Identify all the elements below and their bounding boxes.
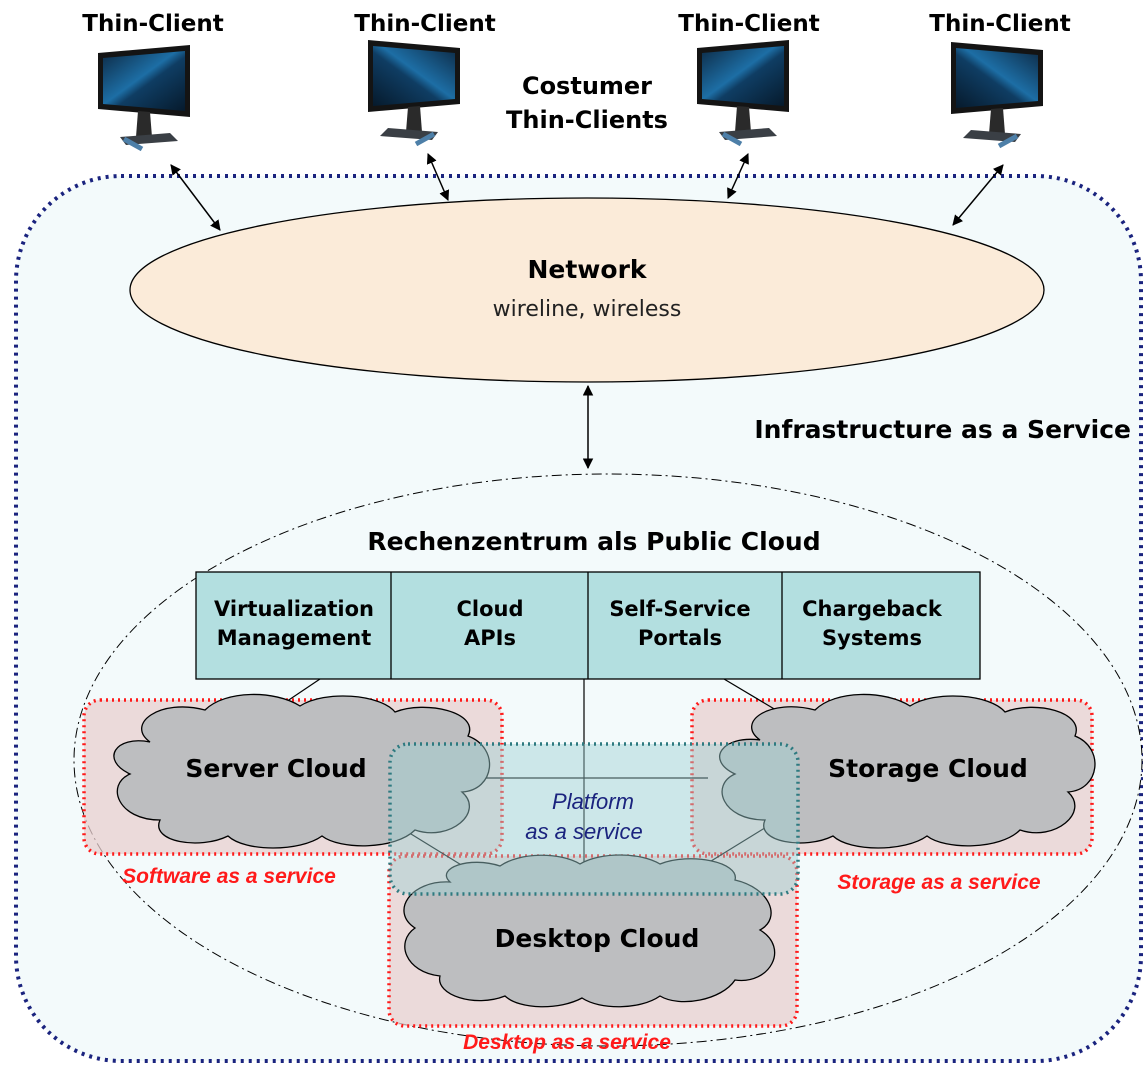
- module-cloud-apis-line2: APIs: [464, 626, 516, 650]
- client-1-arrow: [170, 164, 221, 231]
- server-cloud-label: Server Cloud: [185, 754, 366, 783]
- module-cloud-apis-line1: Cloud: [456, 597, 523, 621]
- connector-chargeback-storage: [723, 678, 777, 711]
- client-group-label-line1: Costumer: [522, 72, 652, 100]
- storage-cloud-shape: [719, 693, 1096, 849]
- client-group-label-line2: Thin-Clients: [506, 106, 668, 134]
- desktop-cloud-label: Desktop Cloud: [495, 924, 700, 953]
- thin-client-4-label: Thin-Client: [929, 11, 1070, 37]
- client-2-arrow: [426, 153, 450, 201]
- platform-label-line2: as a service: [525, 819, 642, 844]
- datacenter-title: Rechenzentrum als Public Cloud: [367, 527, 820, 556]
- network-ellipse: [129, 197, 1045, 383]
- thin-client-2-icon: [368, 40, 460, 144]
- storage-cloud-label: Storage Cloud: [828, 754, 1028, 783]
- platform-service-area: [388, 742, 800, 896]
- desktop-cloud-shape: [403, 854, 776, 1008]
- desktop-service-label: Desktop as a service: [463, 1031, 671, 1054]
- module-virtualization-line1: Virtualization: [214, 597, 374, 621]
- network-title: Network: [527, 255, 647, 284]
- network-subtitle: wireline, wireless: [493, 297, 682, 322]
- module-virtualization-line2: Management: [217, 626, 372, 650]
- software-service-label: Software as a service: [122, 865, 336, 888]
- platform-label-line1: Platform: [552, 789, 634, 814]
- iaas-label: Infrastructure as a Service: [754, 415, 1131, 444]
- module-self-service-line1: Self-Service: [609, 597, 750, 621]
- server-cloud-shape: [113, 693, 491, 849]
- thin-client-2-label: Thin-Client: [354, 11, 495, 37]
- thin-client-3-icon: [697, 40, 789, 144]
- client-4-arrow: [952, 164, 1004, 226]
- storage-service-label: Storage as a service: [837, 871, 1040, 894]
- thin-client-3-label: Thin-Client: [678, 11, 819, 37]
- module-chargeback-line1: Chargeback: [802, 597, 943, 621]
- thin-client-1-icon: [98, 45, 190, 149]
- client-3-arrow: [727, 153, 749, 199]
- thin-client-1-label: Thin-Client: [82, 11, 223, 37]
- module-chargeback-line2: Systems: [822, 626, 922, 650]
- thin-client-4-icon: [951, 42, 1043, 146]
- module-self-service-line2: Portals: [638, 626, 722, 650]
